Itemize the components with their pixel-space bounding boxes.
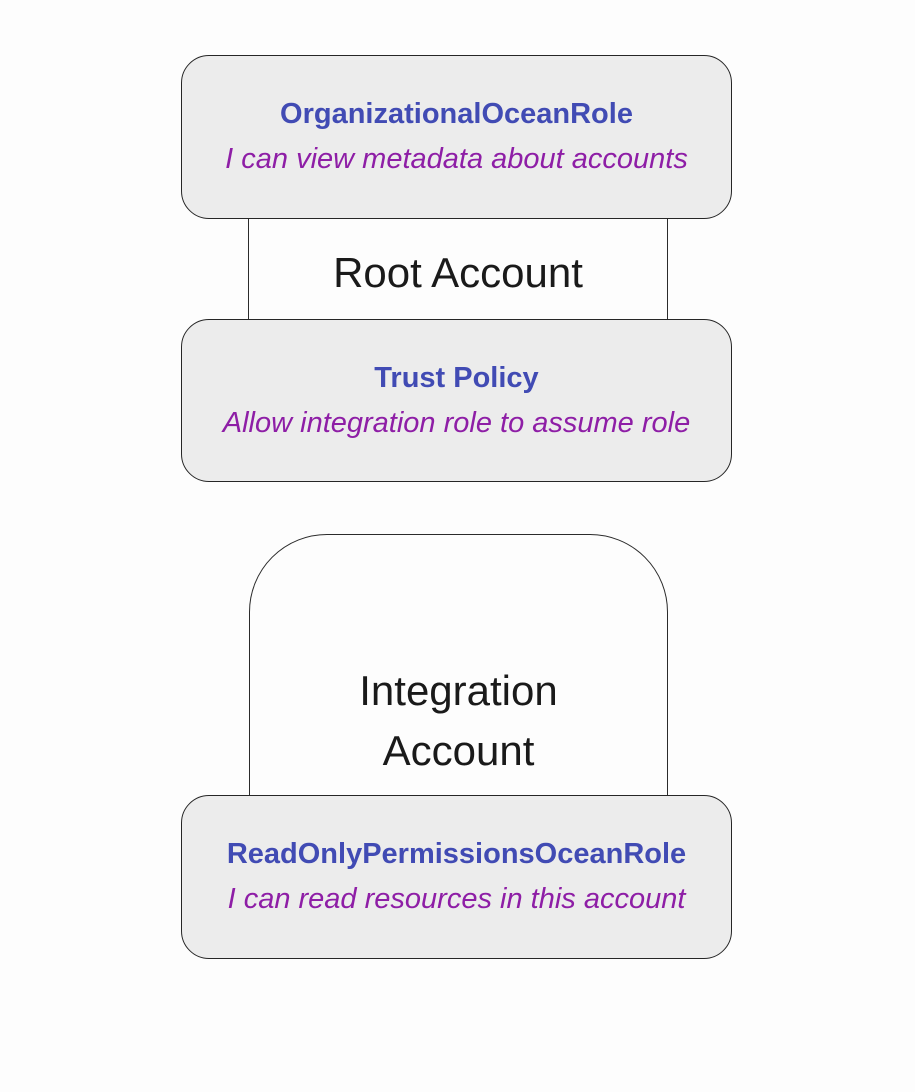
node-description: I can read resources in this account <box>227 883 686 915</box>
node-trust-policy: Trust Policy Allow integration role to a… <box>181 319 732 482</box>
root-account-label: Root Account <box>333 249 583 296</box>
node-title: OrganizationalOceanRole <box>280 98 633 130</box>
node-title: Trust Policy <box>374 361 539 394</box>
integration-account-label-line: Account <box>382 727 535 774</box>
integration-account-label-line: Integration <box>359 667 558 714</box>
node-readonly-permissions-ocean-role: ReadOnlyPermissionsOceanRole I can read … <box>181 795 732 959</box>
node-organizational-ocean-role: OrganizationalOceanRole I can view metad… <box>181 55 732 219</box>
node-description: I can view metadata about accounts <box>225 143 688 175</box>
integration-account-label: Integration Account <box>249 661 668 781</box>
node-title: ReadOnlyPermissionsOceanRole <box>226 838 687 870</box>
node-description: Allow integration role to assume role <box>222 406 691 439</box>
